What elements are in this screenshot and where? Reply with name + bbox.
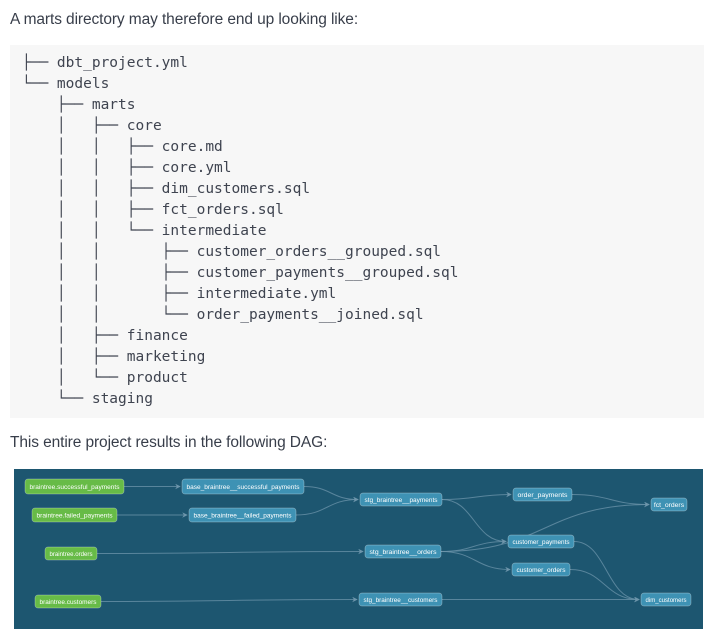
dag-node-customer_payments: customer_payments: [507, 534, 575, 549]
dag-node-dim_customers: dim_customers: [640, 592, 692, 607]
directory-tree-code-block: ├── dbt_project.yml └── models ├── marts…: [10, 45, 704, 418]
dag-node-stg_braintree__orders: stg_braintree__orders: [364, 544, 442, 559]
dag-edge-stg_braintree__payments--order_payments: [441, 491, 512, 500]
dag-edge-stg_braintree__payments--customer_payments: [441, 499, 507, 545]
dag-node-base_braintree__successful_payments: base_braintree__successful_payments: [181, 478, 305, 495]
dag-edge-base_braintree__successful_payments--stg_braintree__payments: [303, 486, 359, 503]
dag-node-braintree.successful_payments: braintree.successful_payments: [24, 478, 125, 495]
svg-text:dim_customers: dim_customers: [646, 597, 688, 604]
dag-node-braintree.failed_payments: braintree.failed_payments: [31, 507, 118, 523]
dag-edge-customer_payments--dim_customers: [573, 541, 640, 603]
dag-edge-base_braintree__failed_payments--stg_braintree__payments: [295, 496, 359, 516]
dag-image[interactable]: braintree.successful_payments braintree.f…: [14, 469, 703, 629]
dag-edge-customer_orders--dim_customers: [569, 569, 640, 603]
dag-edge-stg_braintree__orders--fct_orders: [440, 501, 650, 552]
intro-paragraph: A marts directory may therefore end up l…: [10, 11, 359, 28]
dag-node-stg_braintree__payments: stg_braintree__payments: [359, 492, 443, 507]
dag-edge-stg_braintree__orders--customer_orders: [440, 551, 511, 573]
svg-text:braintree.customers: braintree.customers: [40, 599, 98, 606]
svg-text:braintree.successful_payments: braintree.successful_payments: [30, 484, 121, 491]
svg-text:base_braintree__successful_pay: base_braintree__successful_payments: [187, 484, 301, 491]
svg-text:customer_orders: customer_orders: [517, 567, 567, 574]
dag-graph: braintree.successful_payments braintree.f…: [14, 469, 703, 629]
svg-text:stg_braintree__customers: stg_braintree__customers: [364, 597, 439, 604]
dag-node-base_braintree__failed_payments: base_braintree__failed_payments: [188, 507, 297, 523]
dag-node-fct_orders: fct_orders: [650, 497, 688, 512]
dag-edge-braintree.orders--stg_braintree__orders: [96, 548, 364, 555]
dag-node-order_payments: order_payments: [512, 487, 573, 502]
svg-text:stg_braintree__payments: stg_braintree__payments: [365, 497, 439, 504]
dag-node-customer_orders: customer_orders: [511, 562, 571, 577]
dag-node-braintree.orders: braintree.orders: [44, 546, 98, 561]
svg-text:base_braintree__failed_payment: base_braintree__failed_payments: [194, 512, 293, 519]
dag-edge-stg_braintree__orders--customer_payments: [440, 538, 507, 552]
svg-text:stg_braintree__orders: stg_braintree__orders: [370, 549, 438, 556]
dag-node-braintree.customers: braintree.customers: [34, 594, 102, 609]
svg-text:order_payments: order_payments: [518, 492, 569, 499]
svg-text:customer_payments: customer_payments: [513, 539, 571, 546]
dag-intro-paragraph: This entire project results in the follo…: [10, 434, 328, 451]
svg-text:fct_orders: fct_orders: [654, 502, 685, 509]
svg-text:braintree.failed_payments: braintree.failed_payments: [37, 512, 114, 519]
dag-node-stg_braintree__customers: stg_braintree__customers: [358, 592, 443, 607]
dag-edge-braintree.customers--stg_braintree__customers: [100, 596, 358, 603]
svg-text:braintree.orders: braintree.orders: [50, 551, 94, 558]
